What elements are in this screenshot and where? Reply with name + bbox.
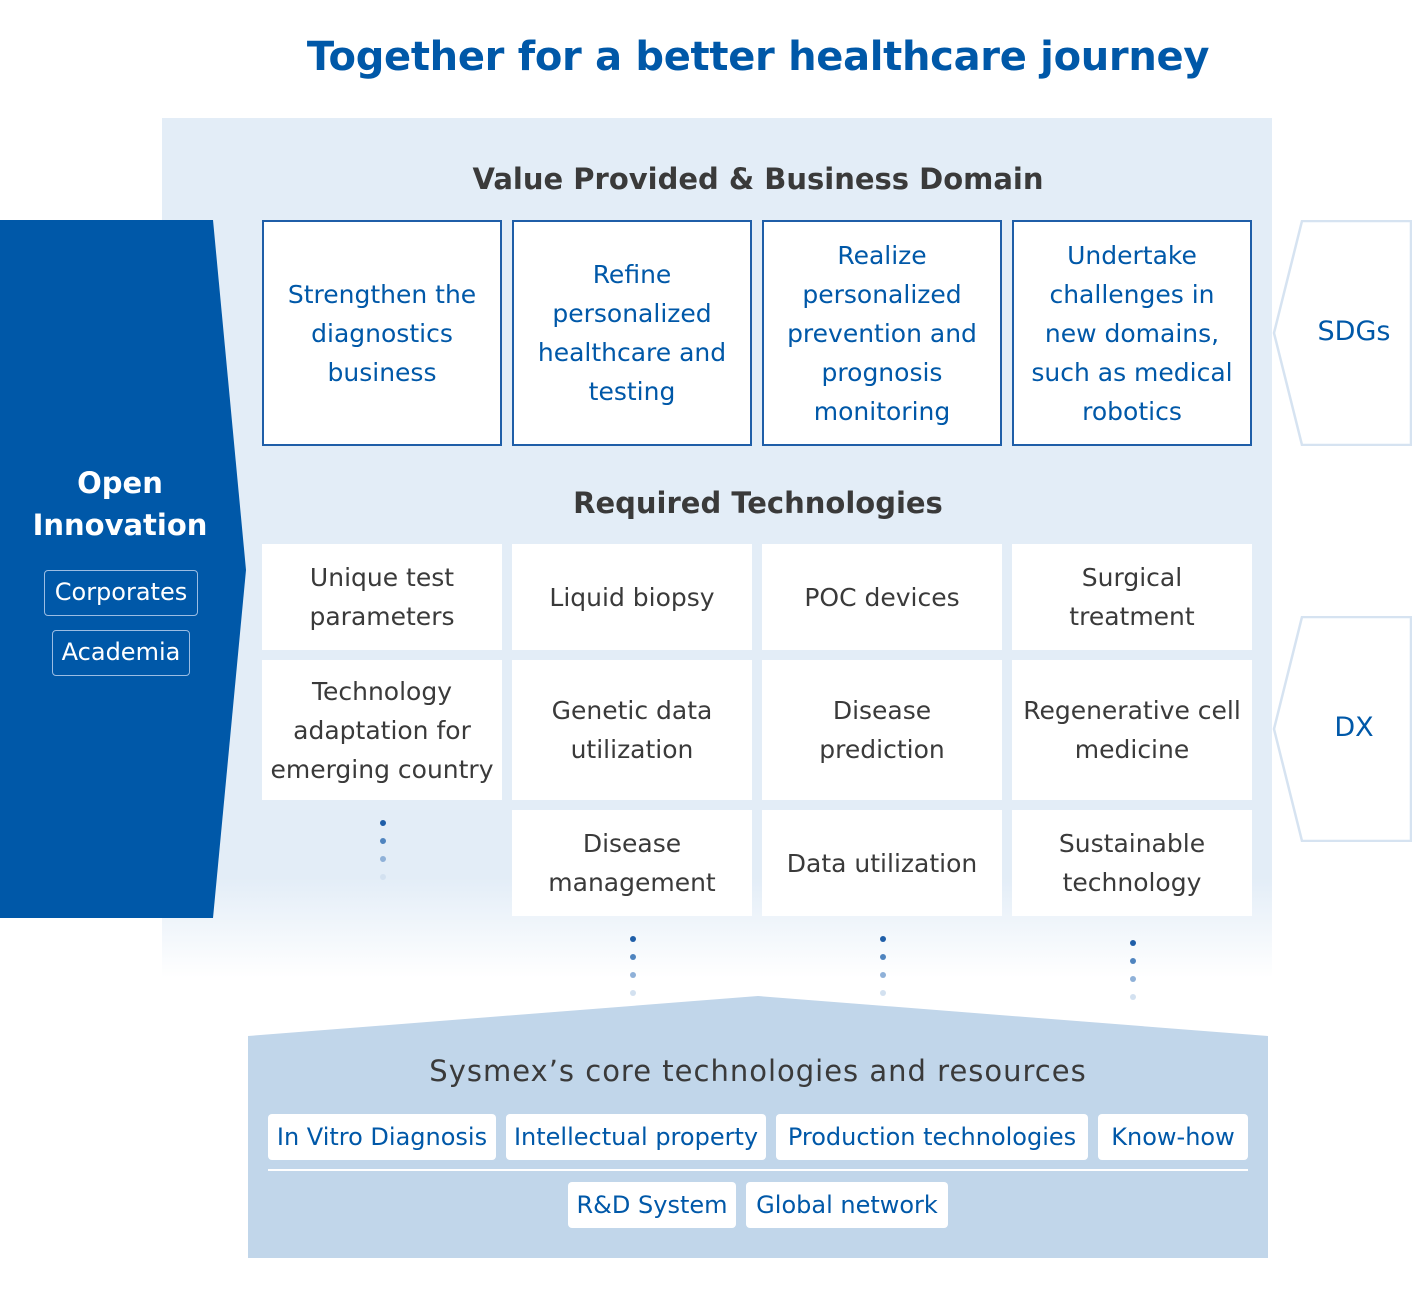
tech-cell-label: Surgical treatment bbox=[1069, 563, 1195, 631]
core-tag: R&D System bbox=[568, 1182, 736, 1228]
tech-cell: Sustainable technology bbox=[1012, 810, 1252, 916]
open-innovation-tag-corporates: Corporates bbox=[44, 570, 198, 616]
core-tag: Know-how bbox=[1098, 1114, 1248, 1160]
tech-cell: Data utilization bbox=[762, 810, 1002, 916]
tech-cell: Liquid biopsy bbox=[512, 544, 752, 650]
value-box: Strengthen the diagnostics business bbox=[262, 220, 502, 446]
dot bbox=[630, 972, 636, 978]
value-box: Realize personalized prevention and prog… bbox=[762, 220, 1002, 446]
continuation-dots bbox=[379, 820, 387, 892]
tech-section-heading: Required Technologies bbox=[573, 486, 943, 520]
dot bbox=[880, 936, 886, 942]
dot bbox=[1130, 976, 1136, 982]
value-box-label: Realize personalized prevention and prog… bbox=[787, 240, 977, 426]
open-innovation-title: Open Innovation bbox=[32, 466, 208, 542]
open-innovation-tag-academia: Academia bbox=[52, 630, 190, 676]
dot bbox=[630, 936, 636, 942]
value-box-label: Refine personalized healthcare and testi… bbox=[537, 260, 727, 406]
tech-cell: Disease prediction bbox=[762, 660, 1002, 800]
core-divider bbox=[268, 1169, 1248, 1171]
dx-chevron-shape bbox=[1272, 616, 1412, 842]
tech-cell-label: Disease management bbox=[548, 829, 716, 897]
open-innovation-arrow bbox=[0, 220, 246, 918]
dot bbox=[880, 954, 886, 960]
tech-cell-label: Sustainable technology bbox=[1058, 829, 1206, 897]
dot bbox=[380, 874, 386, 880]
continuation-dots bbox=[1129, 940, 1137, 1012]
tech-cell-label: Genetic data utilization bbox=[551, 696, 713, 764]
value-box: Refine personalized healthcare and testi… bbox=[512, 220, 752, 446]
core-title: Sysmex’s core technologies and resources bbox=[429, 1054, 1087, 1088]
sdgs-label: SDGs bbox=[1317, 316, 1391, 347]
dot bbox=[380, 820, 386, 826]
tech-cell-label: Unique test parameters bbox=[309, 563, 455, 631]
dot bbox=[1130, 958, 1136, 964]
core-tag: Intellectual property bbox=[506, 1114, 766, 1160]
tech-cell: Regenerative cell medicine bbox=[1012, 660, 1252, 800]
dot bbox=[630, 954, 636, 960]
tech-cell: Genetic data utilization bbox=[512, 660, 752, 800]
value-box: Undertake challenges in new domains, suc… bbox=[1012, 220, 1252, 446]
dot bbox=[1130, 940, 1136, 946]
dx-chevron bbox=[1272, 616, 1412, 842]
sdgs-chevron-shape bbox=[1272, 220, 1412, 446]
dot bbox=[1130, 994, 1136, 1000]
dot bbox=[380, 856, 386, 862]
tech-cell-label: Liquid biopsy bbox=[549, 582, 715, 612]
dot bbox=[380, 838, 386, 844]
tech-cell: POC devices bbox=[762, 544, 1002, 650]
dot bbox=[880, 990, 886, 996]
continuation-dots bbox=[629, 936, 637, 1008]
tech-cell: Unique test parameters bbox=[262, 544, 502, 650]
dot bbox=[630, 990, 636, 996]
tech-cell-label: Disease prediction bbox=[819, 696, 945, 764]
value-section-heading: Value Provided & Business Domain bbox=[472, 162, 1044, 196]
value-box-label: Strengthen the diagnostics business bbox=[287, 279, 477, 387]
dx-label: DX bbox=[1334, 712, 1374, 743]
value-box-label: Undertake challenges in new domains, suc… bbox=[1031, 240, 1233, 426]
continuation-dots bbox=[879, 936, 887, 1008]
tech-cell: Technology adaptation for emerging count… bbox=[262, 660, 502, 800]
core-tag: Production technologies bbox=[776, 1114, 1088, 1160]
core-tag: In Vitro Diagnosis bbox=[268, 1114, 496, 1160]
tech-cell-label: Technology adaptation for emerging count… bbox=[270, 676, 494, 784]
tech-cell-label: POC devices bbox=[804, 582, 960, 612]
core-tag: Global network bbox=[746, 1182, 948, 1228]
tech-cell-label: Regenerative cell medicine bbox=[1023, 696, 1241, 764]
tech-cell: Disease management bbox=[512, 810, 752, 916]
tech-cell: Surgical treatment bbox=[1012, 544, 1252, 650]
page-title: Together for a better healthcare journey bbox=[306, 34, 1210, 80]
tech-cell-label: Data utilization bbox=[786, 848, 978, 878]
dot bbox=[880, 972, 886, 978]
sdgs-chevron bbox=[1272, 220, 1412, 446]
open-innovation-arrow-shape bbox=[0, 220, 246, 918]
